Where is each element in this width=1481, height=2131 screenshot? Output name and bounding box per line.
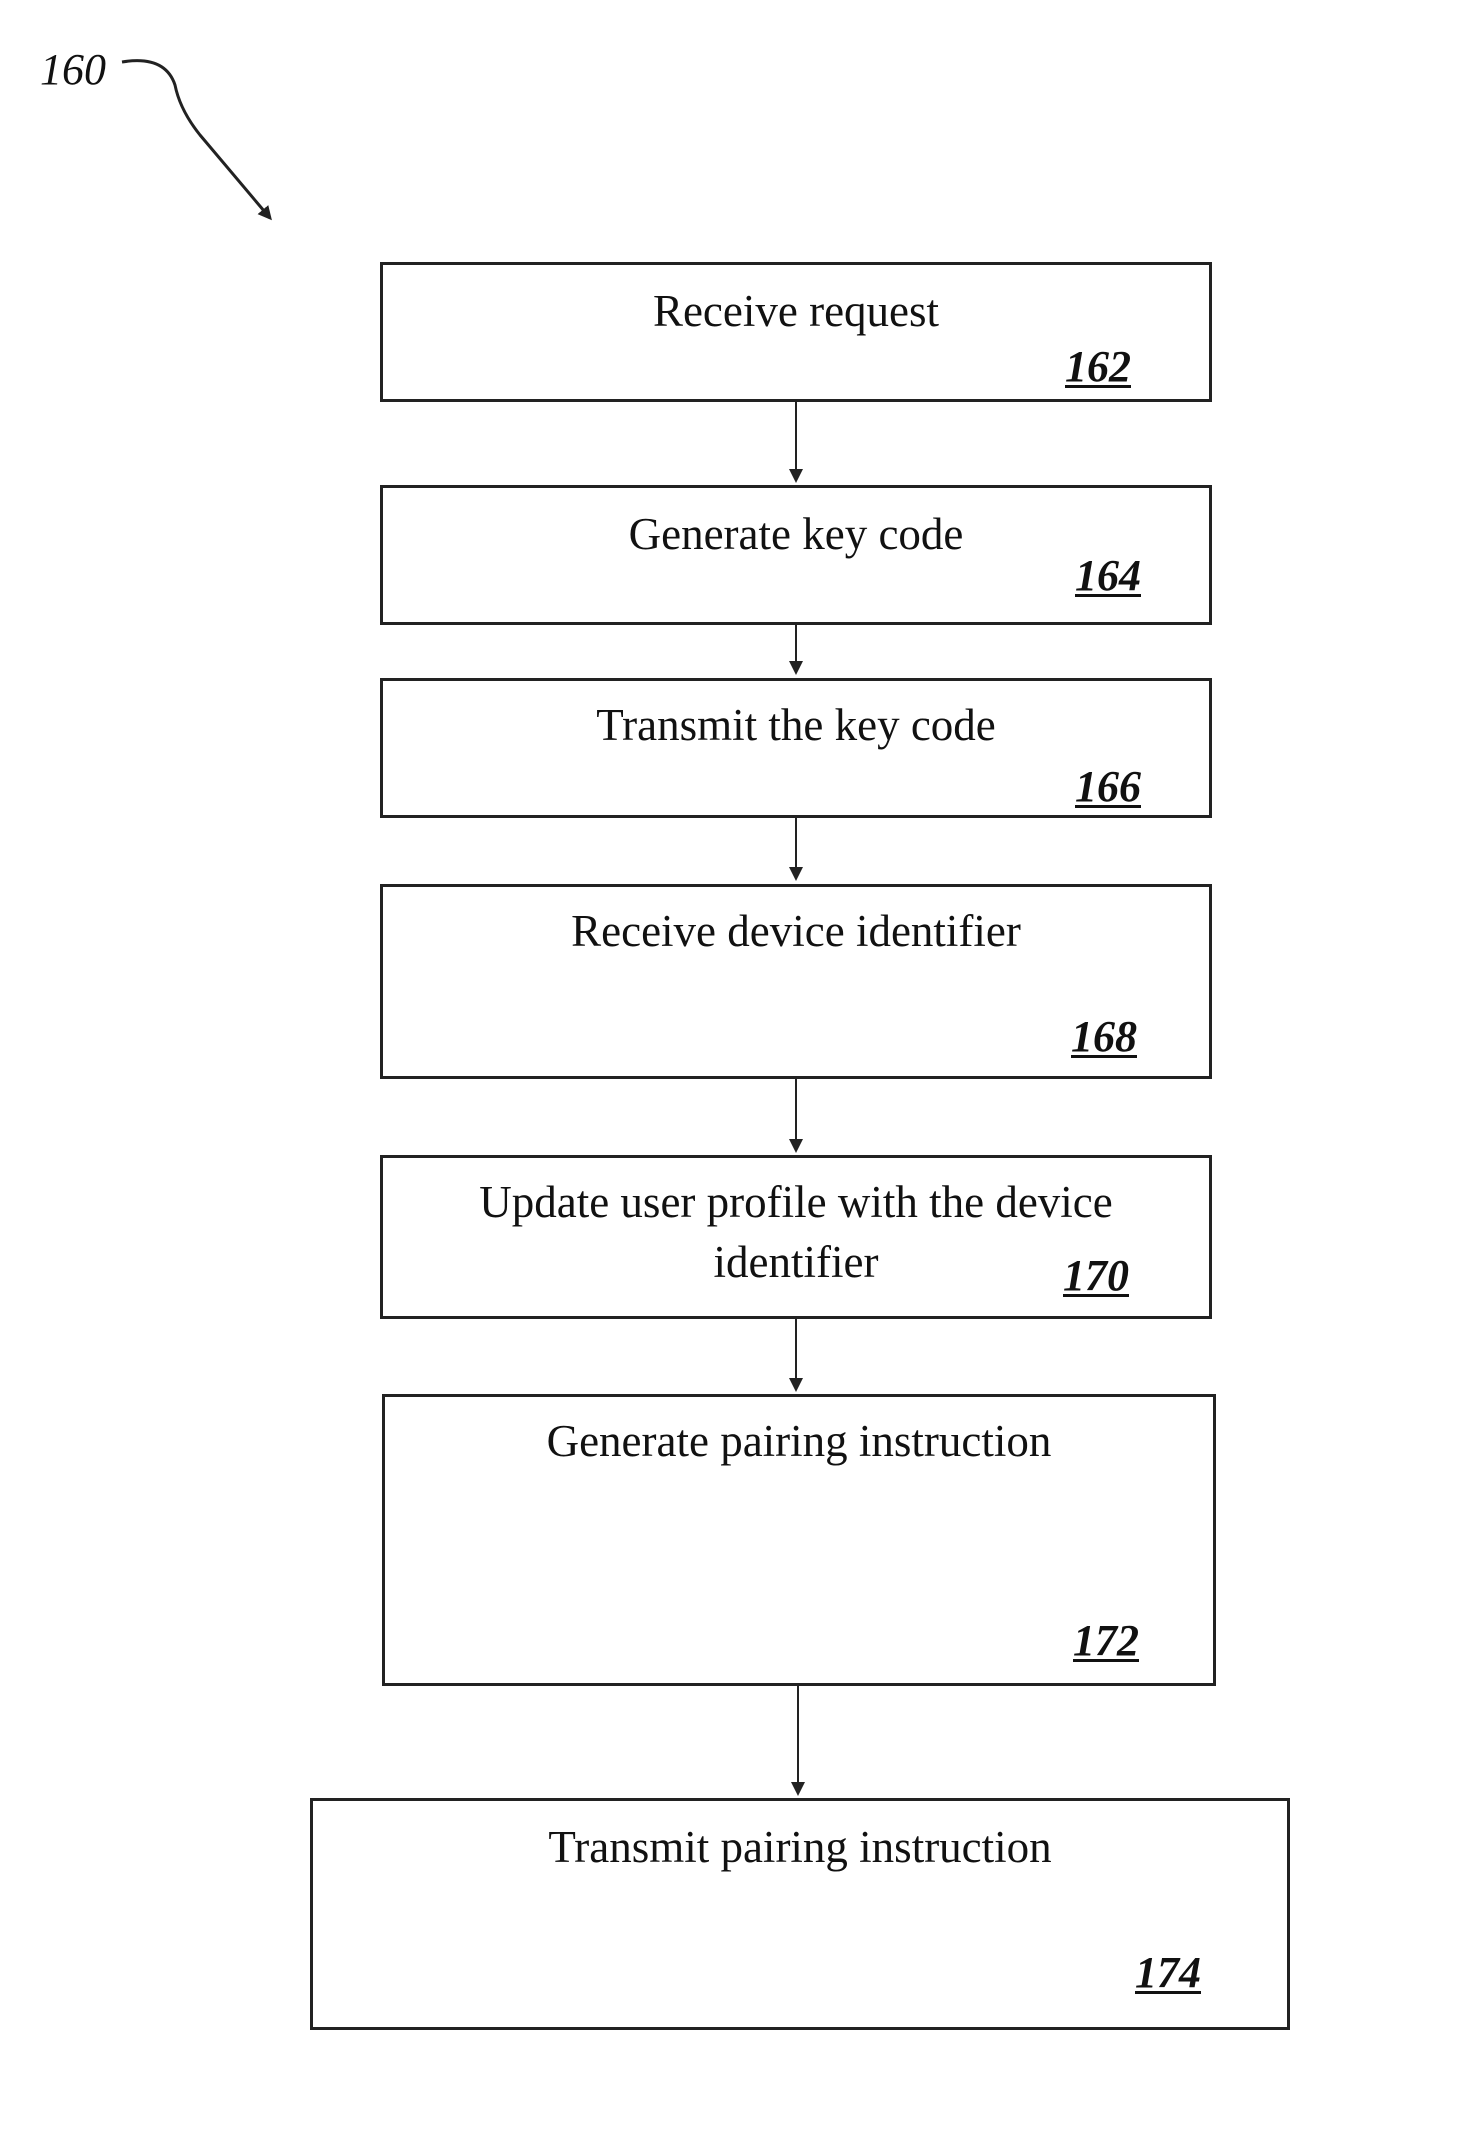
step-number: 168 bbox=[1071, 1015, 1137, 1059]
step-receive-request: Receive request 162 bbox=[380, 262, 1212, 402]
step-number: 162 bbox=[1065, 345, 1131, 389]
step-generate-pairing-instruction: Generate pairing instruction 172 bbox=[382, 1394, 1216, 1686]
step-transmit-key-code: Transmit the key code 166 bbox=[380, 678, 1212, 818]
step-receive-device-identifier: Receive device identifier 168 bbox=[380, 884, 1212, 1079]
step-update-user-profile: Update user profile with the device iden… bbox=[380, 1155, 1212, 1319]
step-number: 174 bbox=[1135, 1951, 1201, 1995]
step-label: Receive device identifier bbox=[383, 901, 1209, 961]
step-number: 164 bbox=[1075, 554, 1141, 598]
step-label: Generate pairing instruction bbox=[385, 1411, 1213, 1471]
ref-label-leader-arrow bbox=[122, 61, 270, 218]
step-label: Receive request bbox=[383, 281, 1209, 341]
step-label: Transmit pairing instruction bbox=[313, 1817, 1287, 1877]
step-number: 166 bbox=[1075, 765, 1141, 809]
step-transmit-pairing-instruction: Transmit pairing instruction 174 bbox=[310, 1798, 1290, 2030]
figure-ref-label: 160 bbox=[40, 48, 106, 92]
step-generate-key-code: Generate key code 164 bbox=[380, 485, 1212, 625]
step-number: 170 bbox=[1063, 1254, 1129, 1298]
step-label: Update user profile with the device iden… bbox=[463, 1172, 1129, 1292]
step-number: 172 bbox=[1073, 1619, 1139, 1663]
step-label: Transmit the key code bbox=[383, 695, 1209, 755]
